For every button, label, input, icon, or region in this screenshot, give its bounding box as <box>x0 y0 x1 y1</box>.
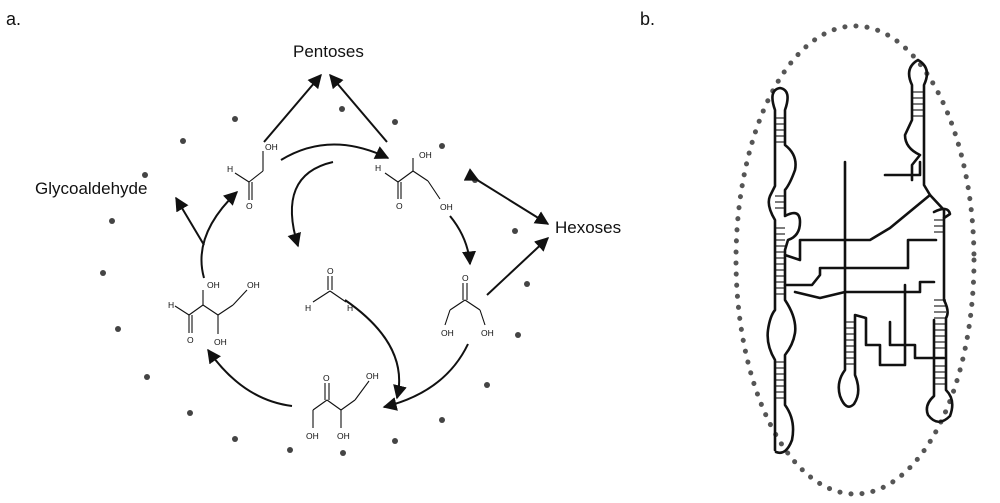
rna-connector-3 <box>793 280 936 300</box>
arrow-erythrulose-to-aldotetrose <box>207 348 293 407</box>
atom-oh: OH <box>265 142 278 152</box>
rna-connector-6 <box>932 207 952 220</box>
atom-o: O <box>246 201 253 211</box>
rna-connector-1 <box>783 193 932 262</box>
arrow-glyceraldehyde-to-dihydroxyacetone <box>449 215 477 266</box>
atom-oh: OH <box>419 150 432 160</box>
atom-oh: OH <box>441 328 454 338</box>
atom-o: O <box>327 266 334 276</box>
atom-oh: OH <box>366 371 379 381</box>
rna-connector-5 <box>883 160 922 177</box>
arrow-to-hexoses <box>473 177 550 225</box>
panel-b: b. <box>640 9 977 497</box>
atom-oh: OH <box>440 202 453 212</box>
rna-connector-2 <box>783 238 938 287</box>
rna-left-hairpin <box>766 86 802 455</box>
molecule-glyceraldehyde: H O OH OH <box>375 150 453 212</box>
hexoses-label: Hexoses <box>555 218 621 237</box>
molecule-dihydroxyacetone: O OH OH <box>441 273 494 338</box>
arrow-hexoses-reverse <box>463 168 480 181</box>
formaldehyde-dots <box>100 106 530 456</box>
atom-o: O <box>323 373 330 383</box>
molecule-formaldehyde: O H H <box>305 266 353 313</box>
arrow-aldotetrose-to-glycolaldehyde <box>200 191 239 279</box>
atom-oh: OH <box>481 328 494 338</box>
rna-right-hairpin <box>903 58 954 424</box>
molecule-aldotetrose: H O OH OH OH <box>168 280 260 347</box>
base-pair-rungs <box>775 91 946 399</box>
atom-h: H <box>227 164 233 174</box>
panel-b-label: b. <box>640 9 655 29</box>
arrow-to-pentoses-right <box>329 73 388 143</box>
molecule-glycolaldehyde: H O OH <box>227 142 278 211</box>
atom-oh: OH <box>337 431 350 441</box>
atom-o: O <box>187 335 194 345</box>
rna-connector-4 <box>888 320 946 360</box>
atom-oh: OH <box>247 280 260 290</box>
panel-a-label: a. <box>6 9 21 29</box>
atom-h: H <box>347 303 353 313</box>
rna-structure <box>766 58 954 455</box>
atom-oh: OH <box>214 337 227 347</box>
atom-h: H <box>305 303 311 313</box>
glycoaldehyde-label: Glycoaldehyde <box>35 179 147 198</box>
atom-o: O <box>396 201 403 211</box>
molecule-erythrulose: O OH OH OH <box>306 371 379 441</box>
pentoses-label: Pentoses <box>293 42 364 61</box>
arrow-dihydroxyacetone-to-hexoses <box>486 237 550 296</box>
panel-a: a. Pentoses Glycoaldehyde Hexoses <box>6 9 621 456</box>
arrow-formaldehyde-feed-bottom <box>344 299 407 400</box>
arrow-to-pentoses-left <box>263 73 322 143</box>
rna-center-hairpin <box>837 160 907 408</box>
atom-h: H <box>375 163 381 173</box>
arrow-to-glycoaldehyde-label <box>175 196 205 246</box>
reaction-arrows <box>175 73 550 411</box>
atom-o: O <box>462 273 469 283</box>
atom-h: H <box>168 300 174 310</box>
atom-oh: OH <box>306 431 319 441</box>
arrow-formaldehyde-feed-top <box>287 161 334 248</box>
arrow-glycolaldehyde-to-glyceraldehyde <box>280 143 390 161</box>
arrow-dihydroxyacetone-to-erythrulose <box>382 343 469 411</box>
atom-oh: OH <box>207 280 220 290</box>
vesicle-boundary <box>733 23 977 497</box>
